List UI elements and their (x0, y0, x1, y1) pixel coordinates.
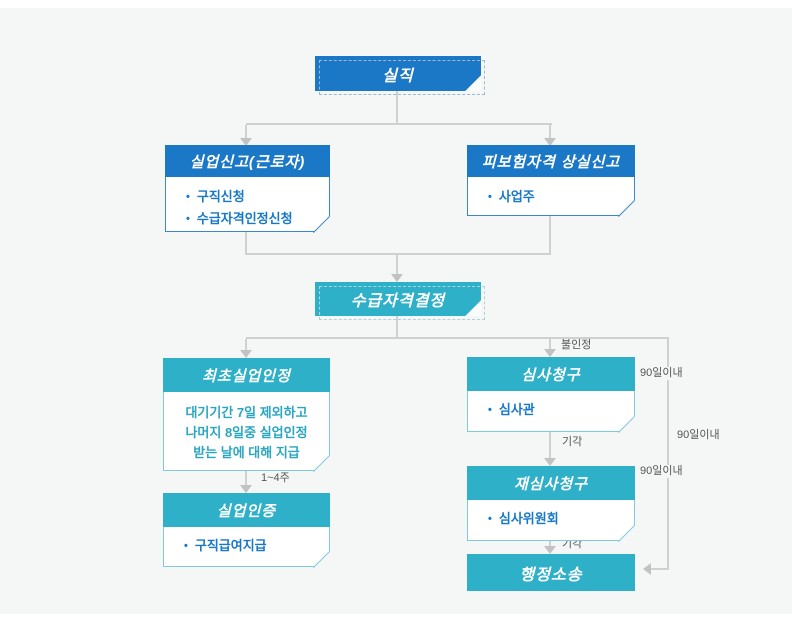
node-appeal-request: 심사청구 심사관 (467, 357, 635, 433)
connector-line (667, 339, 669, 570)
node-unemployment: 실직 (315, 56, 481, 91)
arrow-down-icon (544, 349, 556, 357)
edge-label-dismissed-2: 기각 (562, 538, 583, 550)
node-title: 실직 (382, 67, 414, 85)
edge-label-within90-1: 90일이내 (638, 367, 685, 380)
bullet-item: 사업주 (488, 186, 630, 208)
connector-line (246, 337, 669, 339)
node-unemployment-report: 실업신고(근로자) 구직신청 수급자격인정신청 (165, 145, 330, 233)
arrow-down-icon (544, 138, 556, 146)
node-administrative-litigation: 행정소송 (467, 554, 635, 591)
node-title: 실업신고(근로자) (165, 145, 330, 177)
connector-line (396, 91, 398, 123)
connector-line (651, 568, 668, 570)
node-note: 대기기간 7일 제외하고 나머지 8일중 실업인정 받는 날에 대해 지급 (185, 405, 308, 460)
edge-label-dismissed-1: 기각 (562, 436, 583, 448)
arrow-down-icon (240, 485, 252, 493)
node-title: 행정소송 (519, 566, 583, 584)
edge-label-within90-3: 90일이내 (638, 465, 685, 478)
arrow-down-icon (544, 546, 556, 554)
connector-line (245, 339, 247, 351)
arrow-left-icon (643, 563, 651, 575)
bullet-item: 심사위원회 (488, 508, 630, 530)
connector-line (549, 125, 551, 139)
node-title: 심사청구 (467, 357, 635, 391)
connector-line (396, 316, 398, 339)
edge-label-weeks: 1~4주 (261, 472, 290, 484)
node-title: 최초실업인정 (163, 358, 330, 392)
bullet-item: 심사관 (488, 399, 630, 421)
connector-line (549, 431, 551, 459)
bullet-item: 수급자격인정신청 (186, 208, 325, 230)
connector-line (549, 538, 551, 547)
connector-line (396, 255, 398, 275)
arrow-down-icon (544, 458, 556, 466)
edge-label-rejected: 불인정 (561, 339, 592, 351)
connector-line (245, 253, 551, 255)
node-first-recognition: 최초실업인정 대기기간 7일 제외하고 나머지 8일중 실업인정 받는 날에 대… (163, 358, 330, 472)
bullet-item: 구직신청 (186, 186, 325, 208)
arrow-down-icon (240, 350, 252, 358)
connector-line (549, 339, 551, 350)
diagram-canvas: 1~4주 불인정 기각 기각 90일이내 90일이내 90일이내 실직 실업신고… (0, 8, 792, 614)
connector-line (246, 123, 552, 125)
node-title: 재심사청구 (467, 466, 635, 500)
connector-line (549, 215, 551, 255)
node-title: 수급자격결정 (350, 293, 446, 310)
arrow-down-icon (391, 274, 403, 282)
node-unemployment-certification: 실업인증 구직급여지급 (163, 493, 330, 568)
edge-label-within90-2: 90일이내 (677, 429, 720, 441)
connector-line (245, 231, 247, 255)
connector-line (245, 470, 247, 486)
node-eligibility-decision: 수급자격결정 (315, 282, 481, 316)
node-insured-loss-report: 피보험자격 상실신고 사업주 (467, 145, 635, 217)
node-title: 실업인증 (163, 493, 330, 527)
node-title: 피보험자격 상실신고 (467, 145, 635, 177)
bullet-item: 구직급여지급 (184, 535, 325, 557)
connector-line (245, 125, 247, 139)
arrow-down-icon (240, 138, 252, 146)
node-reexamination-request: 재심사청구 심사위원회 (467, 466, 635, 542)
